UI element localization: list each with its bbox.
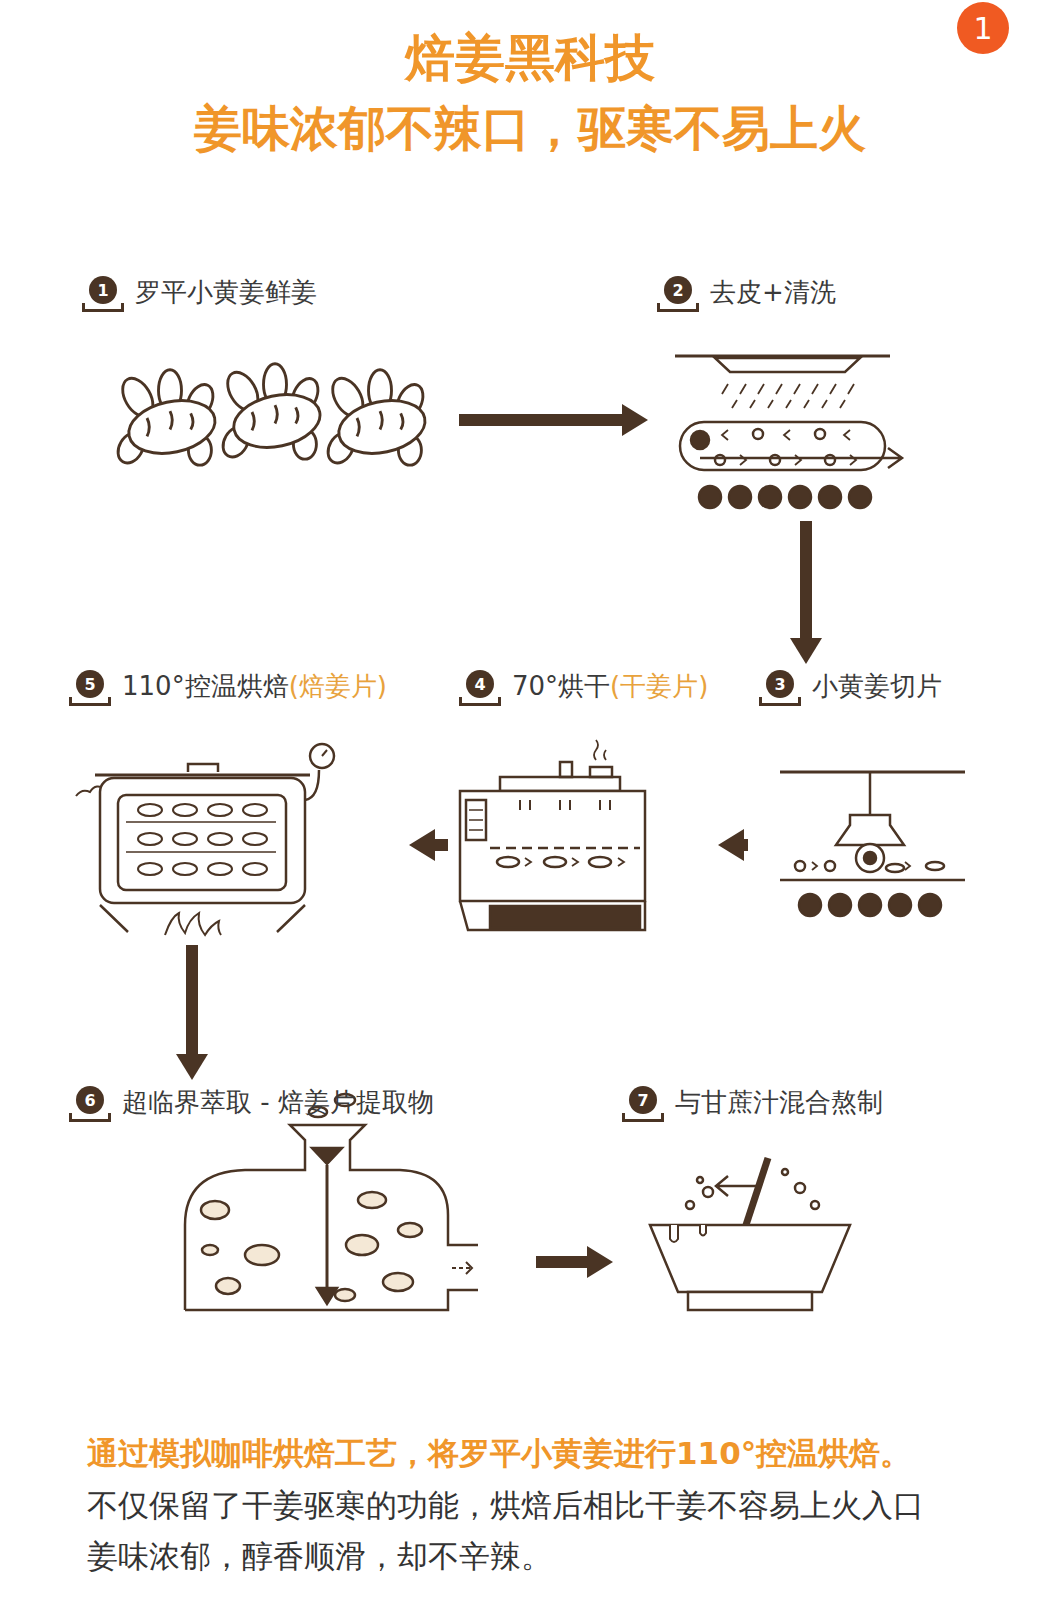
process-step: 3 小黄姜切片 [752, 666, 985, 941]
step-title: (干姜片) [610, 670, 708, 704]
roaster-illustration [76, 744, 334, 935]
washer-illustration [675, 356, 902, 508]
extractor-illustration [185, 1094, 478, 1310]
step-title: 去皮+清洗 [710, 276, 836, 310]
step-number: 5 [76, 670, 104, 698]
step-number: 1 [89, 276, 117, 304]
dryer-illustration [460, 740, 645, 930]
step-number: 4 [466, 670, 494, 698]
process-step: 5 110°控温烘焙(焙姜片) [62, 666, 407, 941]
process-step: 7 与甘蔗汁混合熬制 [615, 1082, 955, 1332]
title: 焙姜黑科技 [0, 28, 1059, 88]
process-step: 6 超临界萃取 - 焙姜片提取物 [62, 1082, 532, 1332]
flow-arrow [536, 1256, 587, 1268]
slicer-illustration [780, 772, 965, 916]
flow-arrow [800, 521, 812, 638]
ginger-illustration [113, 364, 430, 468]
step-title: 超临界萃取 - 焙姜片提取物 [122, 1086, 434, 1120]
step-title: 与甘蔗汁混合熬制 [675, 1086, 883, 1120]
process-step: 1 罗平小黄姜鲜姜 [75, 272, 455, 502]
subtitle: 姜味浓郁不辣口，驱寒不易上火 [0, 100, 1059, 158]
step-title: (焙姜片) [289, 670, 387, 704]
step-number: 7 [629, 1086, 657, 1114]
flow-arrow [744, 839, 748, 851]
caption: 通过模拟咖啡烘焙工艺，将罗平小黄姜进行110°控温烘焙。 [87, 1428, 967, 1479]
step-number: 3 [766, 670, 794, 698]
page-badge: 1 [957, 2, 1009, 54]
process-step: 4 70°烘干(干姜片) [452, 666, 716, 941]
flow-arrow [435, 839, 448, 851]
flow-arrow [459, 414, 622, 426]
step-title: 罗平小黄姜鲜姜 [135, 276, 317, 310]
process-step: 2 去皮+清洗 [650, 272, 930, 517]
flow-arrow [186, 945, 198, 1054]
step-title: 70°烘干 [512, 670, 610, 704]
description-text: 不仅保留了干姜驱寒的功能，烘焙后相比干姜不容易上火入口姜味浓郁，醇香顺滑，却不辛… [87, 1480, 937, 1582]
boiling-pot-illustration [650, 1158, 850, 1310]
step-number: 2 [664, 276, 692, 304]
step-number: 6 [76, 1086, 104, 1114]
step-title: 小黄姜切片 [812, 670, 942, 704]
step-title: 110°控温烘焙 [122, 670, 289, 704]
